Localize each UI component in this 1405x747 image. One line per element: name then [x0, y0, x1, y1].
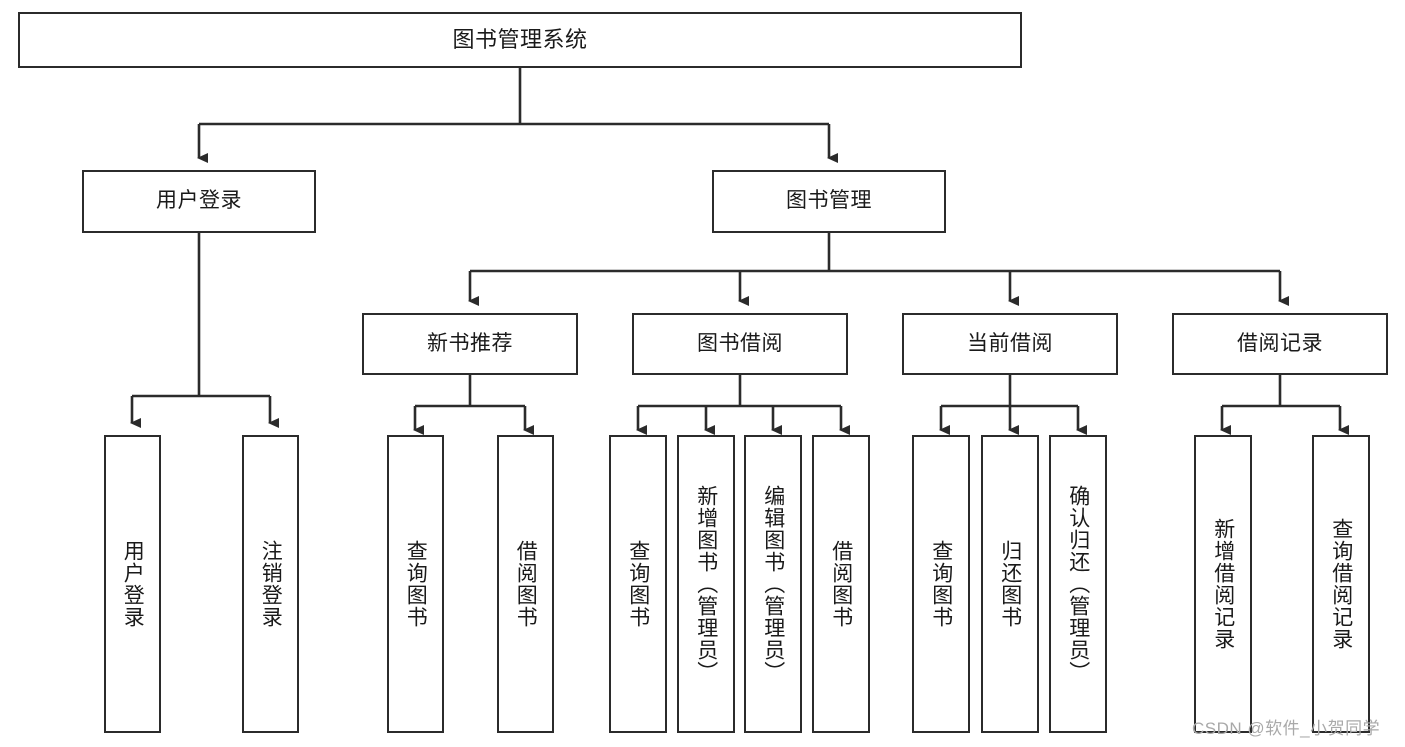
node-leaf-query-book[interactable]: 查询图书 — [609, 435, 667, 733]
node-new-book-recommend[interactable]: 新书推荐 — [362, 313, 578, 375]
node-root-system[interactable]: 图书管理系统 — [18, 12, 1022, 68]
watermark: CSDN @软件_小贺同学 — [1192, 719, 1381, 738]
node-label: 归还图书 — [998, 540, 1022, 628]
node-label: 查询图书 — [929, 540, 953, 628]
node-label: 图书借阅 — [697, 331, 783, 355]
node-label: 借阅图书 — [514, 540, 538, 628]
node-label: 借阅图书 — [829, 540, 853, 628]
node-label: 用户登录 — [156, 189, 242, 213]
node-label: 查询图书 — [626, 540, 650, 628]
node-label: 查询借阅记录 — [1329, 518, 1353, 650]
node-label: 新增图书（管理员） — [694, 485, 718, 683]
node-label: 借阅记录 — [1237, 331, 1323, 355]
node-label: 编辑图书（管理员） — [761, 485, 785, 683]
node-borrow-record[interactable]: 借阅记录 — [1172, 313, 1388, 375]
node-label: 新增借阅记录 — [1211, 518, 1235, 650]
node-leaf-add-book-admin[interactable]: 新增图书（管理员） — [677, 435, 735, 733]
node-label: 查询图书 — [404, 540, 428, 628]
node-leaf-logout[interactable]: 注销登录 — [242, 435, 299, 733]
node-user-login[interactable]: 用户登录 — [82, 170, 316, 233]
node-leaf-query-book-current[interactable]: 查询图书 — [912, 435, 970, 733]
node-leaf-borrow-book-recommend[interactable]: 借阅图书 — [497, 435, 554, 733]
node-label: 当前借阅 — [967, 331, 1053, 355]
node-current-borrow[interactable]: 当前借阅 — [902, 313, 1118, 375]
node-leaf-add-borrow-record[interactable]: 新增借阅记录 — [1194, 435, 1252, 733]
node-leaf-query-book-recommend[interactable]: 查询图书 — [387, 435, 444, 733]
node-label: 新书推荐 — [427, 331, 513, 355]
node-label: 注销登录 — [259, 540, 283, 628]
node-label: 图书管理 — [786, 189, 872, 213]
node-leaf-edit-book-admin[interactable]: 编辑图书（管理员） — [744, 435, 802, 733]
node-book-manage[interactable]: 图书管理 — [712, 170, 946, 233]
node-label: 图书管理系统 — [452, 27, 588, 53]
node-leaf-confirm-return-admin[interactable]: 确认归还（管理员） — [1049, 435, 1107, 733]
node-leaf-borrow-book[interactable]: 借阅图书 — [812, 435, 870, 733]
node-leaf-return-book[interactable]: 归还图书 — [981, 435, 1039, 733]
node-label: 用户登录 — [121, 540, 145, 628]
node-label: 确认归还（管理员） — [1066, 485, 1090, 683]
node-leaf-query-borrow-record[interactable]: 查询借阅记录 — [1312, 435, 1370, 733]
node-book-borrow[interactable]: 图书借阅 — [632, 313, 848, 375]
node-leaf-user-login[interactable]: 用户登录 — [104, 435, 161, 733]
